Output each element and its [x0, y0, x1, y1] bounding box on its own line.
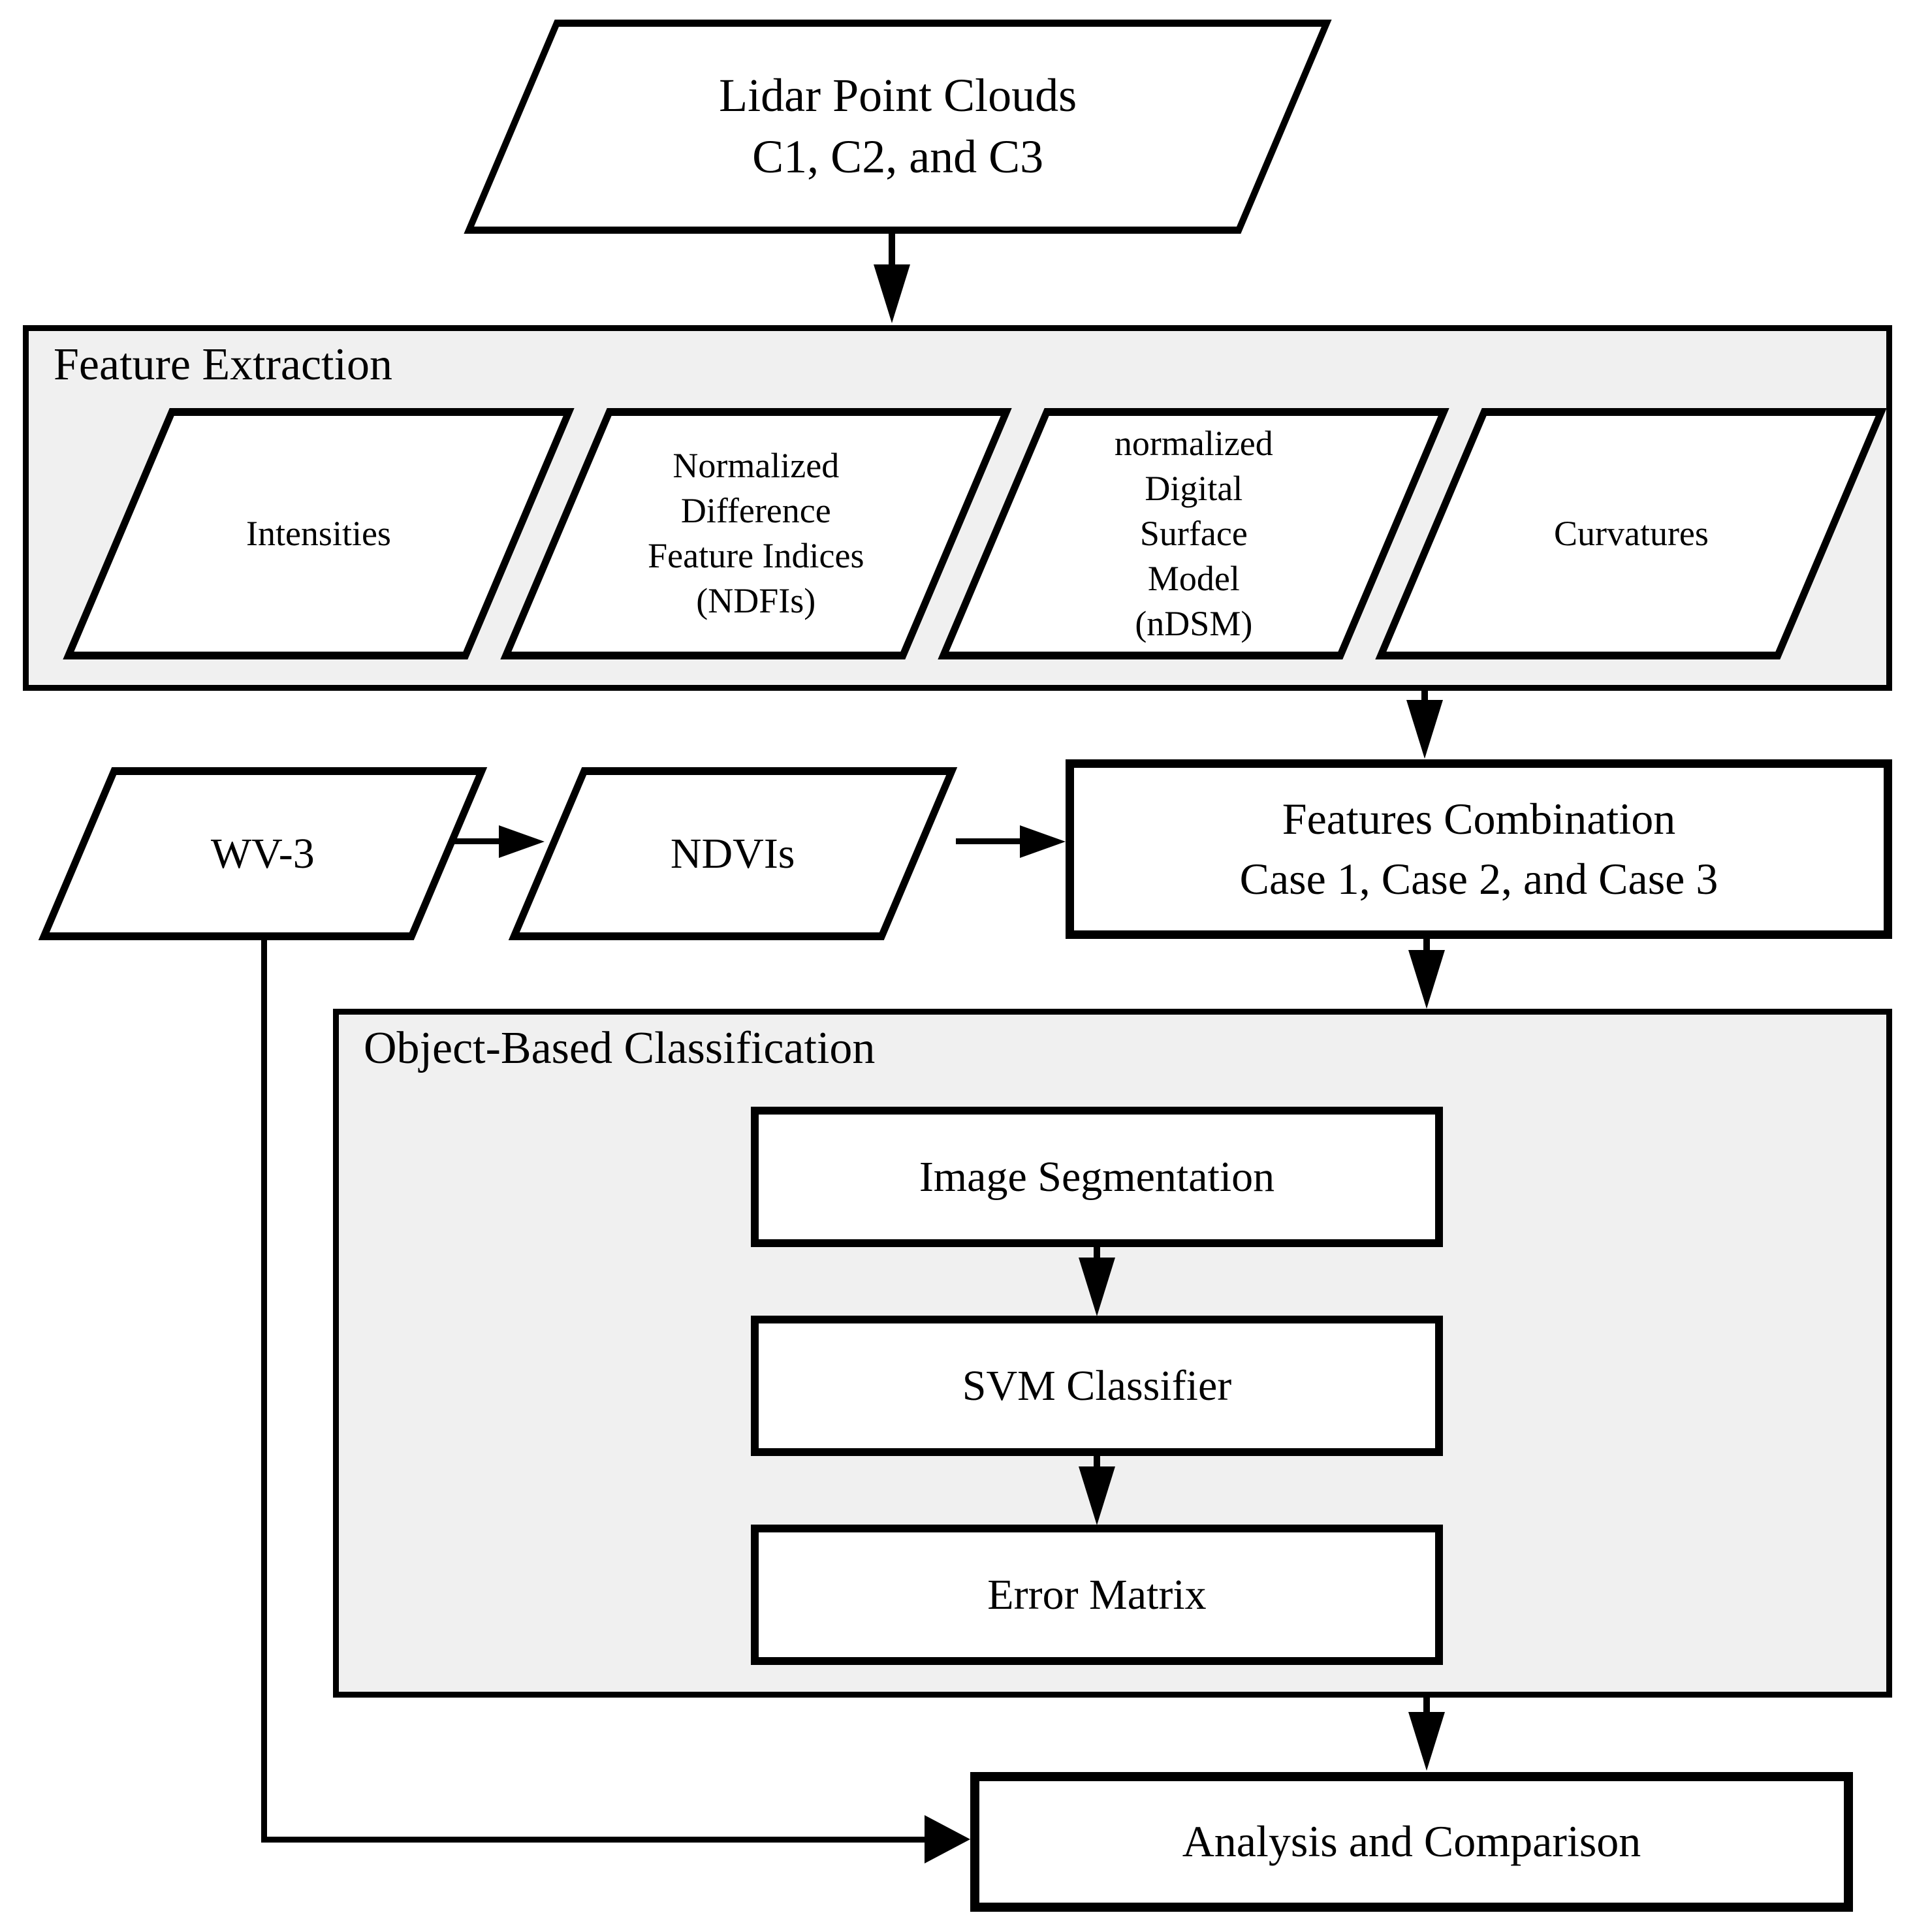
lidar-point-clouds-label: Lidar Point Clouds C1, C2, and C3: [718, 69, 1077, 183]
object-based-classification-label: Object-Based Classification: [364, 1023, 876, 1073]
curvatures-label: Curvatures: [1553, 513, 1709, 553]
arrow-feature-extraction-to-features-combination-head: [1406, 700, 1443, 759]
connector-wv3-to-analysis-vertical-line: [261, 939, 267, 1843]
ndvis-parallelogram: NDVIs: [508, 767, 958, 940]
arrow-features-combination-to-obc-head: [1408, 950, 1445, 1009]
connector-wv3-to-analysis-horizontal-line: [261, 1837, 927, 1843]
svm-classifier-label: SVM Classifier: [962, 1361, 1232, 1410]
features-combination-label: Features Combination Case 1, Case 2, and…: [1239, 793, 1718, 904]
wv3-parallelogram: WV-3: [38, 767, 488, 940]
intensities-label: Intensities: [246, 513, 391, 553]
arrow-ndvis-to-features-combination-line: [956, 838, 1021, 844]
arrow-lidar-to-feature-extraction-head: [874, 264, 910, 323]
error-matrix-box: Error Matrix: [751, 1525, 1443, 1665]
analysis-and-comparison-label: Analysis and Comparison: [1182, 1816, 1641, 1867]
wv3-label: WV-3: [211, 829, 315, 878]
arrow-obc-to-analysis-head: [1408, 1712, 1445, 1771]
arrow-lidar-to-feature-extraction-line: [889, 234, 895, 268]
arrow-svm-to-error-matrix-line: [1094, 1455, 1100, 1476]
lidar-point-clouds-parallelogram: Lidar Point Clouds C1, C2, and C3: [464, 20, 1332, 234]
connector-wv3-to-analysis-head: [925, 1815, 970, 1863]
error-matrix-label: Error Matrix: [987, 1570, 1207, 1619]
arrow-wv3-to-ndvis-head: [499, 825, 545, 858]
arrow-features-combination-to-obc-line: [1423, 938, 1430, 958]
features-combination-box: Features Combination Case 1, Case 2, and…: [1066, 759, 1892, 939]
arrow-ndvis-to-features-combination-head: [1020, 825, 1066, 858]
ndvis-label: NDVIs: [671, 829, 795, 878]
feature-extraction-label: Feature Extraction: [54, 340, 392, 390]
ndfis-label: Normalized Difference Feature Indices (N…: [648, 446, 864, 621]
ndsm-label: normalized Digital Surface Model (nDSM): [1114, 423, 1273, 644]
arrow-obc-to-analysis-line: [1423, 1696, 1430, 1720]
image-segmentation-label: Image Segmentation: [919, 1152, 1275, 1201]
arrow-image-segmentation-to-svm-head: [1079, 1258, 1115, 1316]
arrow-wv3-to-ndvis-line: [449, 838, 500, 844]
arrow-image-segmentation-to-svm-line: [1094, 1246, 1100, 1267]
image-segmentation-box: Image Segmentation: [751, 1107, 1443, 1247]
arrow-svm-to-error-matrix-head: [1079, 1466, 1115, 1525]
svm-classifier-box: SVM Classifier: [751, 1316, 1443, 1456]
analysis-and-comparison-box: Analysis and Comparison: [970, 1772, 1853, 1912]
